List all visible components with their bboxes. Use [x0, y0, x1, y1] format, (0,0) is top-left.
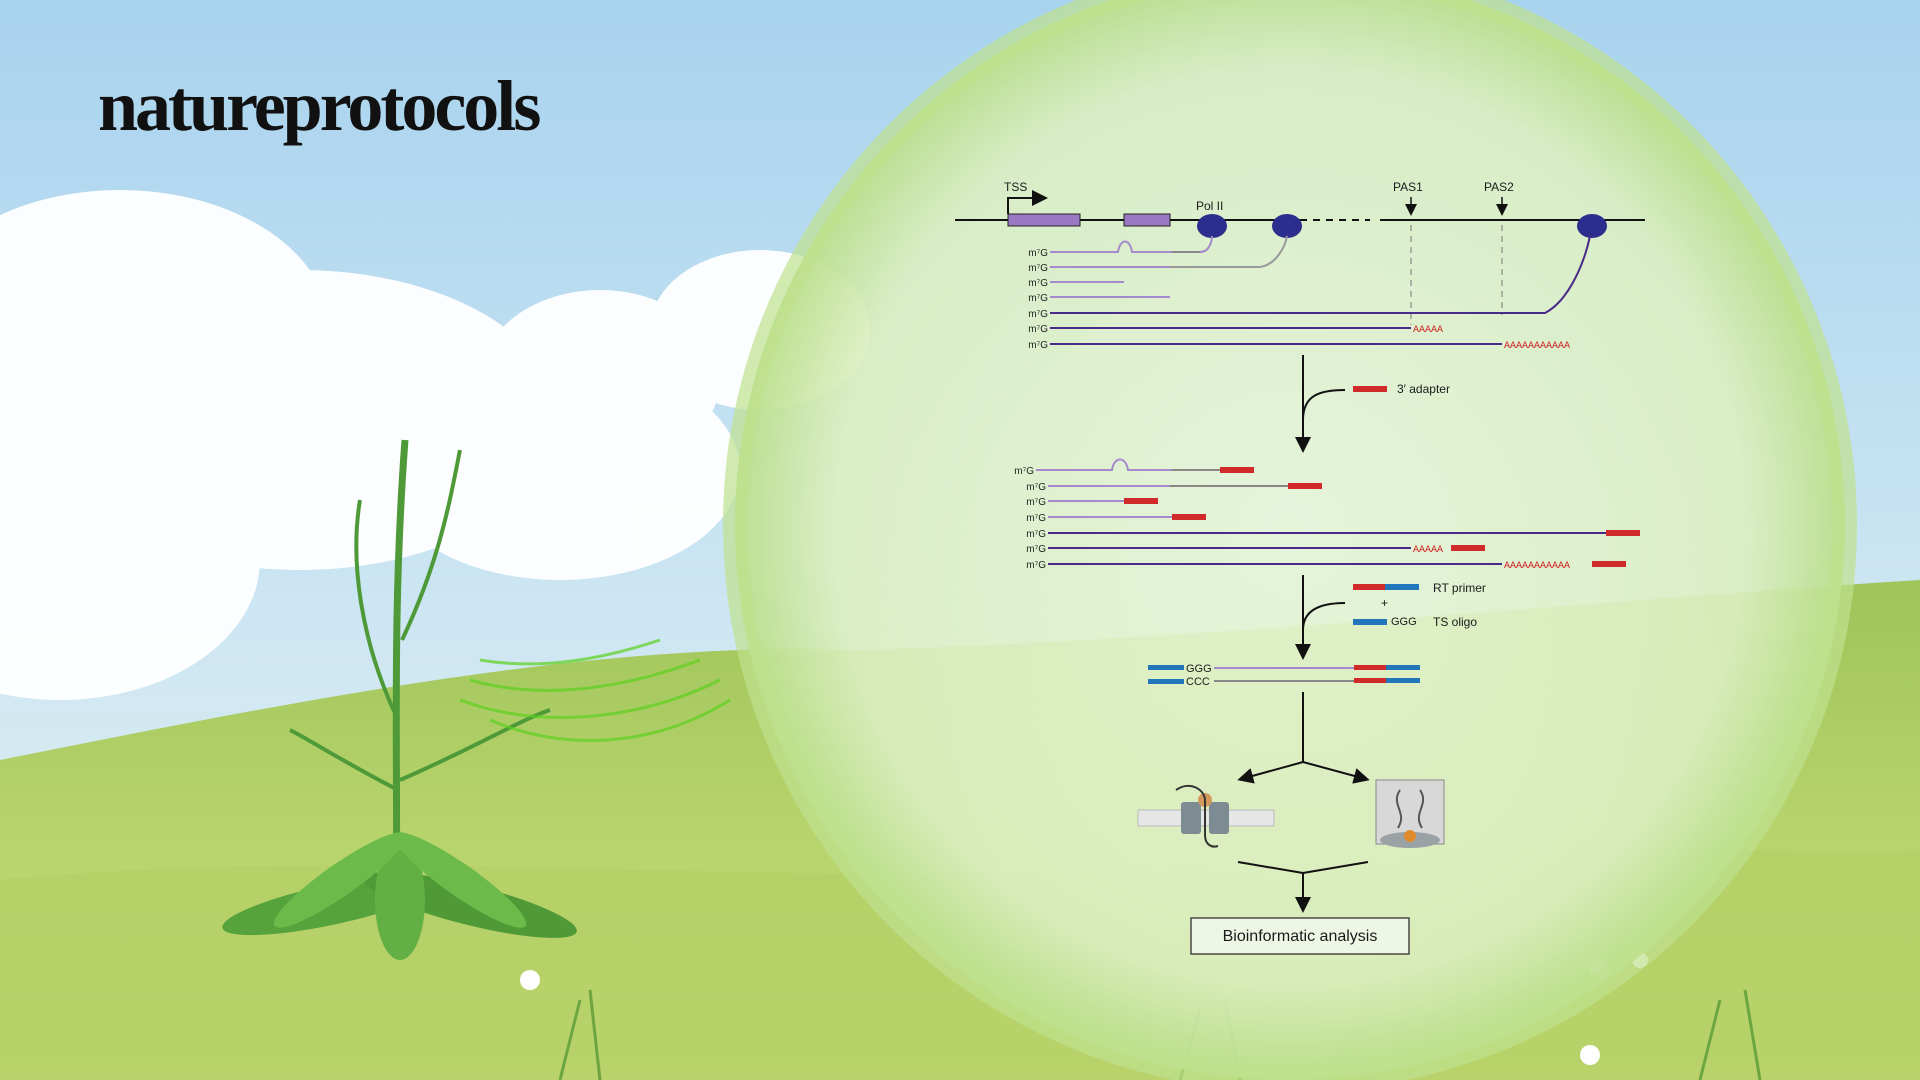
svg-text:m⁷G: m⁷G — [1028, 340, 1048, 351]
svg-text:m⁷G: m⁷G — [1028, 278, 1048, 289]
tss-arrow — [1007, 190, 1048, 214]
exon-1 — [1007, 213, 1081, 227]
pas2-label: PAS2 — [1484, 180, 1514, 194]
pas1-label: PAS1 — [1393, 180, 1423, 194]
nanopore-icon — [1137, 784, 1275, 848]
svg-text:m⁷G: m⁷G — [1028, 248, 1048, 259]
magnifier-lens — [735, 0, 1845, 1080]
ts-oligo-label: TS oligo — [1433, 615, 1477, 629]
adapter-bar — [1353, 386, 1387, 392]
rt-primer-blue — [1385, 584, 1419, 590]
svg-text:m⁷G: m⁷G — [1026, 560, 1046, 571]
svg-text:m⁷G: m⁷G — [1028, 309, 1048, 320]
ts-oligo-bar — [1353, 619, 1387, 625]
ts-oligo-ggg: GGG — [1391, 616, 1417, 628]
svg-text:m⁷G: m⁷G — [1026, 513, 1046, 524]
svg-text:AAAAA: AAAAA — [1413, 545, 1443, 556]
svg-text:m⁷G: m⁷G — [1028, 293, 1048, 304]
svg-text:m⁷G: m⁷G — [1026, 529, 1046, 540]
svg-text:m⁷G: m⁷G — [1026, 544, 1046, 555]
svg-text:m⁷G: m⁷G — [1026, 497, 1046, 508]
adapter-label: 3′ adapter — [1397, 382, 1450, 396]
plus-sign: + — [1381, 596, 1388, 610]
pol2-label: Pol II — [1196, 199, 1223, 213]
transcripts-stage-2: m⁷G m⁷G m⁷G m⁷G m⁷G m⁷G m⁷G AAAAA AAAAAA — [1014, 458, 1640, 572]
rt-primer-red — [1353, 584, 1385, 590]
nature-protocols-logo: natureprotocols — [98, 66, 541, 146]
bioinformatic-box — [1190, 917, 1410, 955]
transcripts-stage-1: m⁷G m⁷G m⁷G m⁷G m⁷G m⁷G m⁷G AAAAA AAAAAA… — [1028, 235, 1591, 352]
bioinformatic-label: Bioinformatic analysis — [1223, 928, 1378, 945]
pol2-2 — [1272, 214, 1302, 238]
signal-waves — [459, 638, 731, 742]
cdna-duplex: GGG CCC — [1148, 663, 1420, 688]
svg-text:m⁷G: m⁷G — [1014, 466, 1034, 477]
polya-long-1: AAAAAAAAAAA — [1504, 341, 1570, 352]
sequencer-tube-icon — [1375, 779, 1445, 848]
polya-short-1: AAAAA — [1413, 325, 1443, 336]
exon-2 — [1123, 213, 1171, 227]
svg-text:AAAAAAAAAAA: AAAAAAAAAAA — [1504, 561, 1570, 572]
svg-text:m⁷G: m⁷G — [1028, 324, 1048, 335]
pol2-3 — [1577, 214, 1607, 238]
svg-text:m⁷G: m⁷G — [1028, 263, 1048, 274]
rt-primer-label: RT primer — [1433, 581, 1486, 595]
ggg-top: GGG — [1186, 663, 1212, 675]
tss-label: TSS — [1004, 180, 1027, 194]
svg-text:m⁷G: m⁷G — [1026, 482, 1046, 493]
pol2-1 — [1197, 214, 1227, 238]
ccc-bottom: CCC — [1186, 676, 1210, 688]
arabidopsis-plant — [222, 439, 577, 960]
workflow-diagram: TSS Pol II PAS1 PAS2 m⁷G m⁷G m⁷G m⁷G m⁷G… — [955, 180, 1645, 955]
